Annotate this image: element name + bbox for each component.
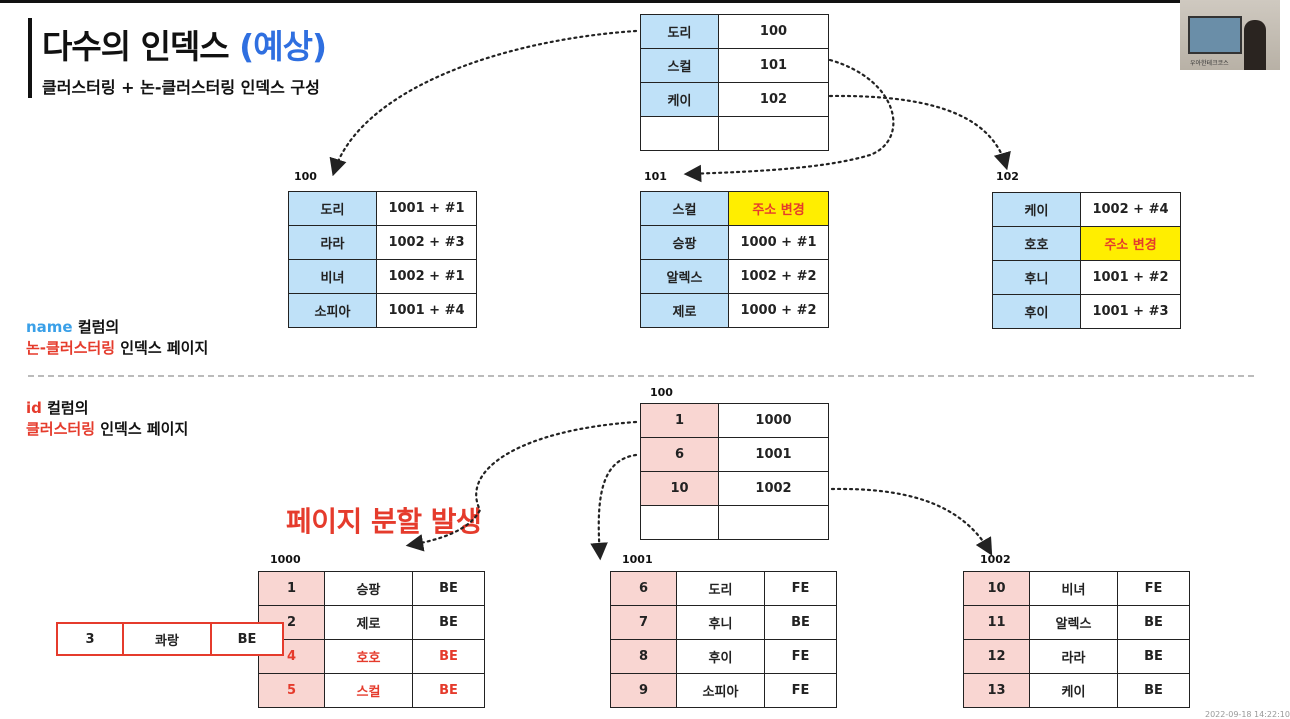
arrow-root-to-leaf-102 [828,94,1011,171]
nc-leaf-101-page-number: 101 [644,170,667,183]
cl-leaf-team: BE [1117,673,1190,708]
top-border [0,0,1280,3]
nc-leaf-key: 케이 [992,192,1081,227]
webcam-caption: 우아한테크코스 [1190,60,1229,67]
nc-leaf-key: 제로 [640,293,729,328]
title-paren: (예상) [239,27,327,66]
nc-leaf-key: 도리 [288,191,377,226]
cl-leaf-team: BE [1117,605,1190,640]
nc-leaf-addr: 1001 + #2 [1080,260,1181,295]
arrow-root-to-leaf-101 [683,58,895,183]
inserted-row-id: 3 [56,622,124,656]
arrow-croot-to-leaf-1000 [405,420,638,552]
nc-leaf-key: 스컬 [640,191,729,226]
cl-leaf-name-moved: 스컬 [324,673,413,708]
cl-root-key: 10 [640,471,719,506]
arrow-croot-to-leaf-1002 [830,487,993,556]
section-divider [28,375,1254,377]
nc-leaf-key: 비녀 [288,259,377,294]
cl-leaf-id: 13 [963,673,1030,708]
cl-leaf-id: 8 [610,639,677,674]
cl-root-key-empty [640,505,719,540]
cl-leaf-id: 9 [610,673,677,708]
cl-root-page-number: 100 [650,386,673,399]
nc-leaf-addr-changed: 주소 변경 [1080,226,1181,261]
cl-leaf-team: FE [764,571,837,606]
presentation-screen-icon [1188,16,1242,54]
cl-leaf-team: FE [1117,571,1190,606]
nc-leaf-key: 소피아 [288,293,377,328]
cl-leaf-name: 제로 [324,605,413,640]
nc-root-key-empty [640,116,719,151]
cl-leaf-1001-page-number: 1001 [622,553,653,566]
page-subtitle: 클러스터링 + 논-클러스터링 인덱스 구성 [42,78,320,97]
cl-leaf-1002-page-number: 1002 [980,553,1011,566]
cl-root-key: 6 [640,437,719,472]
cl-root-ptr: 1002 [718,471,829,506]
cl-leaf-team: BE [1117,639,1190,674]
cl-leaf-id: 10 [963,571,1030,606]
nc-leaf-key: 후이 [992,294,1081,329]
nc-root-key: 스컬 [640,48,719,83]
page-title: 다수의 인덱스 (예상) [42,27,327,66]
nc-leaf-addr: 1002 + #2 [728,259,829,294]
title-accent-bar [28,18,32,98]
cl-root-ptr-empty [718,505,829,540]
cl-leaf-team: BE [412,605,485,640]
arrow-croot-to-leaf-1001 [590,453,638,561]
cl-leaf-name: 케이 [1029,673,1118,708]
nc-leaf-102-page-number: 102 [996,170,1019,183]
nc-leaf-addr: 1000 + #2 [728,293,829,328]
cl-leaf-team: FE [764,673,837,708]
cl-leaf-1000-page-number: 1000 [270,553,301,566]
cl-leaf-name: 소피아 [676,673,765,708]
nc-leaf-addr: 1002 + #4 [1080,192,1181,227]
name-index-label: name 컬럼의 논-클러스터링 인덱스 페이지 [26,318,209,357]
id-index-label: id 컬럼의 클러스터링 인덱스 페이지 [26,399,189,438]
inserted-row-popout: 3 콰랑 BE [56,622,284,656]
cl-root-ptr: 1001 [718,437,829,472]
cl-leaf-name-moved: 호호 [324,639,413,674]
cl-leaf-name: 비녀 [1029,571,1118,606]
cl-leaf-team-moved: BE [412,639,485,674]
nc-leaf-addr: 1002 + #3 [376,225,477,260]
nc-leaf-key: 호호 [992,226,1081,261]
timestamp: 2022-09-18 14:22:10 [1205,710,1290,719]
cl-leaf-name: 라라 [1029,639,1118,674]
nc-leaf-addr: 1001 + #3 [1080,294,1181,329]
nc-leaf-addr: 1002 + #1 [376,259,477,294]
inserted-row-name: 콰랑 [122,622,212,656]
nc-leaf-100-page-number: 100 [294,170,317,183]
page-split-label: 페이지 분할 발생 [286,505,482,538]
nc-root-ptr-empty [718,116,829,151]
cl-leaf-id: 11 [963,605,1030,640]
nc-leaf-addr: 1001 + #4 [376,293,477,328]
cl-leaf-id: 12 [963,639,1030,674]
cl-leaf-id: 6 [610,571,677,606]
presenter-silhouette [1244,20,1266,70]
cl-leaf-id: 7 [610,605,677,640]
nc-leaf-key: 라라 [288,225,377,260]
cl-leaf-team-moved: BE [412,673,485,708]
nc-leaf-key: 승팡 [640,225,729,260]
arrow-root-to-leaf-100 [329,29,638,177]
inserted-row-team: BE [210,622,284,656]
cl-leaf-team: BE [412,571,485,606]
nc-root-key: 케이 [640,82,719,117]
nc-root-ptr: 101 [718,48,829,83]
cl-leaf-name: 승팡 [324,571,413,606]
webcam-thumbnail: 우아한테크코스 [1180,0,1280,70]
nc-leaf-addr-changed: 주소 변경 [728,191,829,226]
cl-leaf-name: 후이 [676,639,765,674]
cl-leaf-name: 알렉스 [1029,605,1118,640]
